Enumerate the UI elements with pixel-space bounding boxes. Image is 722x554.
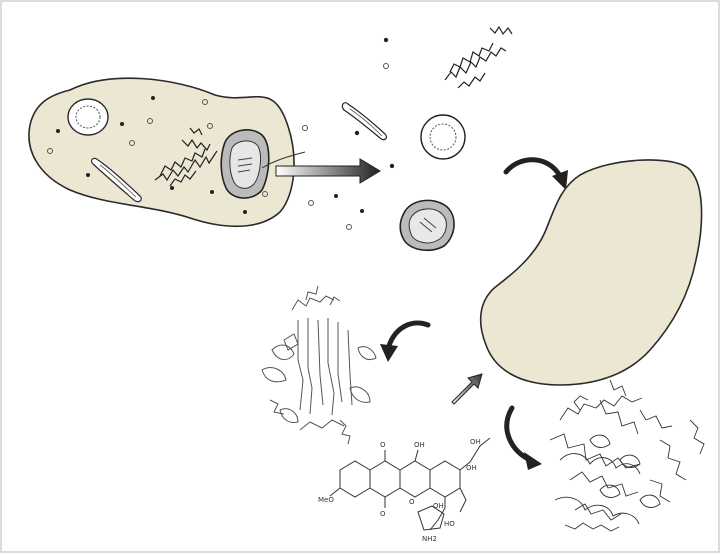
chem-label-ho: HO [444,520,455,528]
chem-label-o: O [380,441,386,449]
chem-label-o: O [409,498,415,506]
enzyme-structure-icon [550,380,704,531]
chem-label-oh: OH [470,438,481,446]
chem-label-o: O [380,510,386,518]
released-nucleus-icon [400,200,454,250]
diagonal-arrow-icon [452,374,482,404]
released-components [303,27,513,250]
mitochondrion-icon [68,99,108,135]
cell-outline-icon [481,160,702,385]
protein-structure-icon [262,286,376,444]
curved-arrow-left-icon [380,323,428,362]
released-dna-icon [445,27,512,88]
bacterial-cell-icon [29,78,305,226]
chem-label-nh2: NH2 [422,535,437,543]
chem-label-oh: OH [433,502,444,510]
nucleus-icon [221,130,269,198]
released-mitochondrion-icon [421,115,465,159]
curved-arrow-bottom-icon [507,408,542,470]
chem-label-oh: OH [466,464,477,472]
chem-label-oh: OH [414,441,425,449]
curved-arrow-top-icon [506,160,568,190]
released-rod-organelle-icon [342,103,386,140]
chem-label-meo: MeO [318,496,334,504]
small-molecule-icon: O OH OH OH O MeO O OH NH2 HO [318,438,490,543]
